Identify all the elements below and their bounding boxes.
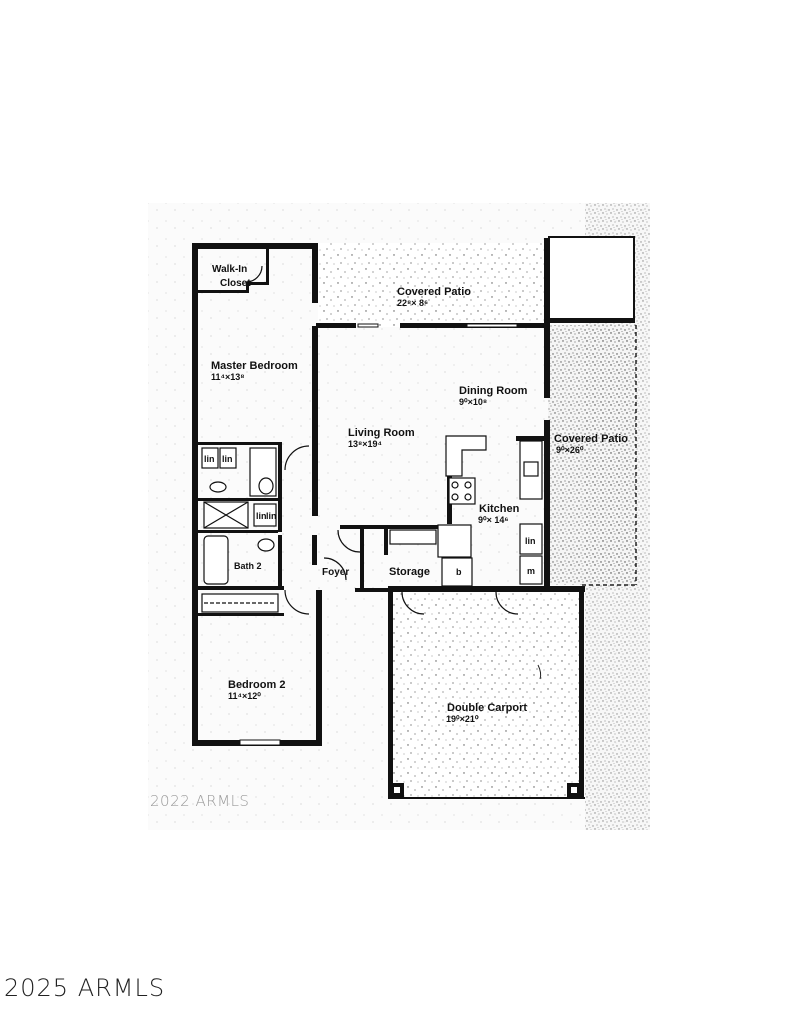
fixture-label-linen-2: lin [222, 454, 233, 464]
watermark-outer: 2025 ARMLS [4, 974, 166, 1002]
room-label-storage: Storage [389, 566, 430, 578]
room-label-foyer: Foyer [322, 567, 349, 578]
room-dims-covered-patio-rear: 22⁸× 8⁶ [397, 298, 428, 308]
fixture-label-linen-3: lin [256, 511, 267, 521]
watermark-inner: 2022 ARMLS [150, 792, 250, 810]
room-label-walk-in-closet-1: Walk-In [212, 264, 247, 275]
covered-patio-side-area [548, 325, 636, 585]
room-dims-master-bedroom: 11⁴×13⁸ [211, 372, 245, 382]
room-dims-covered-patio-side: 9⁰×26⁰ [556, 445, 584, 455]
fixture-label-linen-1: lin [204, 454, 215, 464]
room-label-master-bedroom: Master Bedroom [211, 360, 298, 372]
fixture-label-pantry: b [456, 567, 462, 577]
double-carport-area [391, 588, 583, 800]
room-label-living-room: Living Room [348, 427, 415, 439]
bath-fixtures [201, 447, 279, 613]
room-label-kitchen: Kitchen [479, 503, 520, 515]
kitchen-fixtures [389, 435, 543, 587]
room-labels: Walk-In Closet Master Bedroom 11⁴×13⁸ Co… [204, 264, 628, 724]
room-dims-living-room: 13⁸×19⁴ [348, 439, 382, 449]
room-label-walk-in-closet-2: Closet [220, 278, 251, 289]
room-label-bedroom-2: Bedroom 2 [228, 679, 285, 691]
room-dims-double-carport: 19⁰×21⁰ [446, 714, 479, 724]
room-label-covered-patio-side: Covered Patio [554, 433, 628, 445]
room-label-bath-2: Bath 2 [234, 561, 262, 571]
room-label-dining-room: Dining Room [459, 385, 528, 397]
room-label-covered-patio-rear: Covered Patio [397, 286, 471, 298]
fixture-label-laundry-linen: lin [525, 536, 536, 546]
room-dims-kitchen: 9⁰× 14⁶ [478, 515, 509, 525]
covered-patio-rear-area [318, 243, 548, 327]
storage-shed [548, 236, 635, 323]
room-dims-dining-room: 9⁰×10⁸ [459, 397, 487, 407]
fixture-label-laundry: m [527, 566, 535, 576]
windows [239, 323, 518, 746]
room-dims-bedroom-2: 11⁴×12⁰ [228, 691, 261, 701]
door-swings [245, 265, 519, 615]
room-label-double-carport: Double Carport [447, 702, 527, 714]
fixture-label-linen-4: lin [266, 511, 277, 521]
